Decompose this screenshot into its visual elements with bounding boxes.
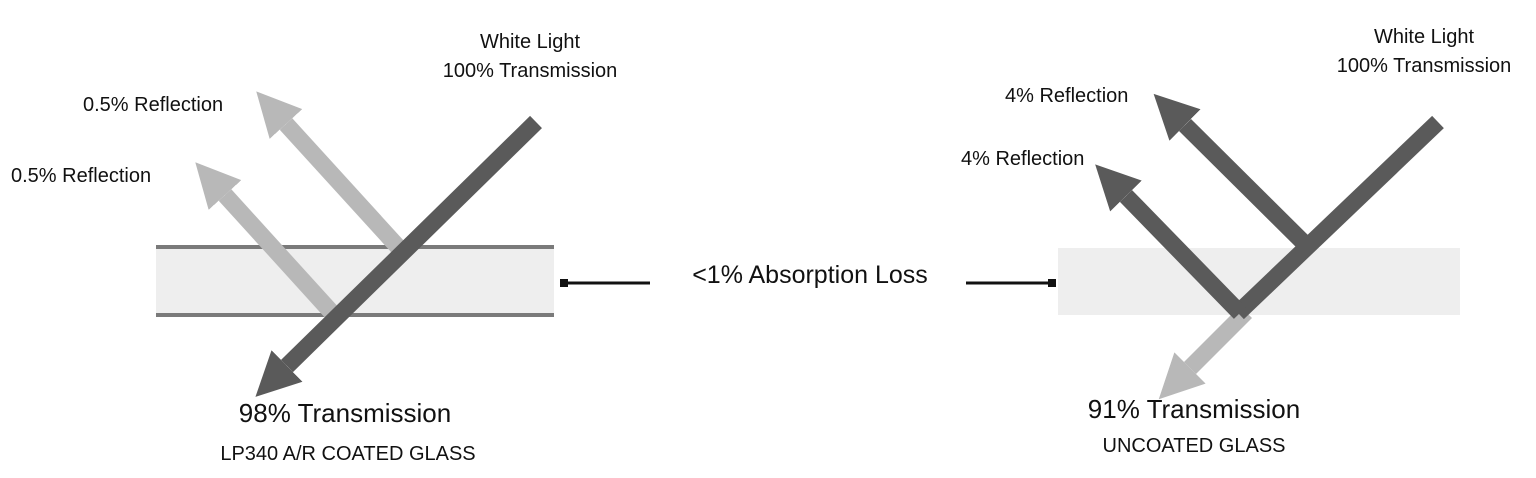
left-reflection-top-label: 0.5% Reflection — [83, 94, 223, 116]
left-glass-name-label: LP340 A/R COATED GLASS — [220, 443, 475, 465]
right-glass-name-label: UNCOATED GLASS — [1103, 435, 1286, 457]
left-reflection-bottom-label: 0.5% Reflection — [11, 165, 151, 187]
reflection-ray-top — [1153, 93, 1314, 254]
left-transmission-label: 98% Transmission — [239, 398, 451, 428]
right-reflection-bottom-label: 4% Reflection — [961, 148, 1084, 170]
coated-glass-panel — [156, 91, 554, 397]
reflection-ray-bottom — [1095, 164, 1247, 319]
right-reflection-top-label: 4% Reflection — [1005, 85, 1128, 107]
absorption-loss-label: <1% Absorption Loss — [692, 261, 928, 289]
transmitted-ray — [1158, 305, 1253, 400]
uncoated-glass-panel — [1058, 93, 1460, 400]
left-incident-label-line1: White Light — [480, 31, 580, 53]
incident-transmitted-ray — [255, 115, 542, 397]
left-incident-label-line2: 100% Transmission — [443, 60, 618, 82]
right-incident-label-line2: 100% Transmission — [1337, 55, 1512, 77]
incident-ray — [1232, 115, 1444, 320]
right-incident-label-line1: White Light — [1374, 26, 1474, 48]
right-transmission-label: 91% Transmission — [1088, 394, 1300, 424]
reflection-ray-bottom — [195, 162, 341, 321]
reflection-ray-top — [256, 91, 405, 253]
